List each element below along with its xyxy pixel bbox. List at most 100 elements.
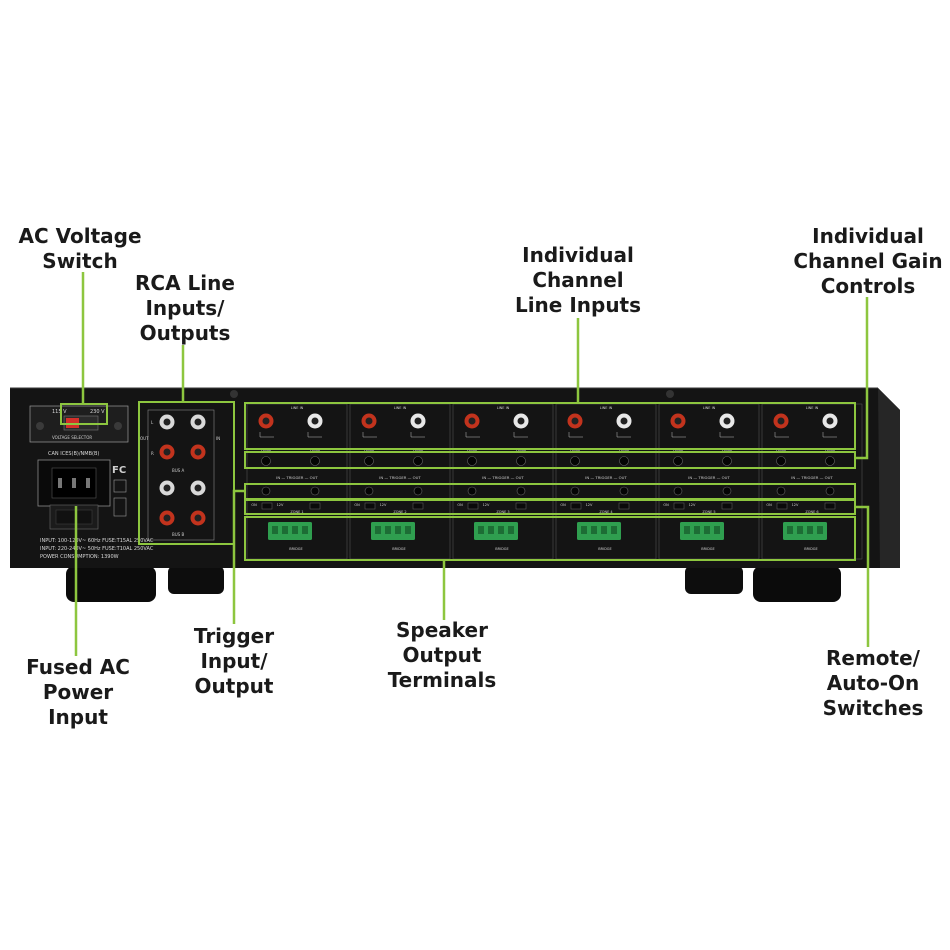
gain-knob[interactable] — [673, 456, 683, 466]
gain-knob[interactable] — [570, 456, 580, 466]
jack-bracket — [259, 432, 274, 438]
zone-label: ZONE 1 — [290, 510, 303, 514]
auto-on-switch[interactable] — [618, 502, 630, 510]
trigger-in-jack[interactable] — [467, 486, 477, 496]
bus-right-label: R — [151, 451, 154, 456]
speaker-terminals-highlight — [244, 516, 856, 561]
trigger-label: IN — TRIGGER — OUT — [482, 475, 524, 480]
rca-jack[interactable] — [513, 413, 529, 429]
rca-jack[interactable] — [159, 480, 175, 496]
jack-bracket — [465, 432, 480, 438]
gain-knob[interactable] — [516, 456, 526, 466]
rca-jack-center — [468, 417, 476, 425]
trigger-out-jack[interactable] — [722, 486, 732, 496]
trigger-label: IN — TRIGGER — OUT — [379, 475, 421, 480]
bus-in-label: IN — [216, 436, 220, 441]
auto-on-switch[interactable] — [721, 502, 733, 510]
remote-switch[interactable] — [467, 502, 479, 510]
trigger-out-jack[interactable] — [413, 486, 423, 496]
auto-on-switch[interactable] — [515, 502, 527, 510]
on-label: ON — [766, 503, 772, 507]
line-in-label: LINE IN — [291, 406, 304, 410]
speaker-terminal-block[interactable] — [680, 522, 724, 540]
auto-on-switch[interactable] — [309, 502, 321, 510]
foot-right-inner — [685, 566, 743, 594]
jack-bracket — [671, 432, 686, 438]
fused-ac-callout: Fused AC Power Input — [26, 655, 130, 729]
rca-jack[interactable] — [670, 413, 686, 429]
rca-jack[interactable] — [307, 413, 323, 429]
bus-out-label: OUT — [140, 436, 149, 441]
trigger-in-jack[interactable] — [673, 486, 683, 496]
speaker-terminal-block[interactable] — [371, 522, 415, 540]
auto-on-switch[interactable] — [824, 502, 836, 510]
zone-label: ZONE 5 — [702, 510, 715, 514]
trigger-in-jack[interactable] — [776, 486, 786, 496]
fuse-holder[interactable] — [49, 504, 99, 530]
gain-knob[interactable] — [261, 456, 271, 466]
rca-jack[interactable] — [258, 413, 274, 429]
gain-label: GAIN — [261, 448, 271, 453]
jack-bracket — [307, 432, 322, 438]
rca-jack-center — [262, 417, 270, 425]
rca-jack[interactable] — [159, 444, 175, 460]
jack-bracket — [774, 432, 789, 438]
trigger-highlight — [244, 483, 856, 500]
iec-power-inlet[interactable] — [37, 459, 111, 507]
remote-switch[interactable] — [261, 502, 273, 510]
rca-jack[interactable] — [567, 413, 583, 429]
gain-knob[interactable] — [413, 456, 423, 466]
trigger-out-jack[interactable] — [516, 486, 526, 496]
rca-jack[interactable] — [822, 413, 838, 429]
rca-jack[interactable] — [410, 413, 426, 429]
trigger-in-jack[interactable] — [570, 486, 580, 496]
rca-jack[interactable] — [190, 414, 206, 430]
voltage-switch[interactable] — [63, 415, 99, 431]
rca-jack[interactable] — [190, 480, 206, 496]
remote-switch[interactable] — [364, 502, 376, 510]
speaker-terminal-block[interactable] — [268, 522, 312, 540]
rca-jack[interactable] — [464, 413, 480, 429]
rca-jack[interactable] — [616, 413, 632, 429]
compliance-label: CAN ICES(B)/NMB(B) — [48, 451, 99, 457]
trigger-label: IN — TRIGGER — OUT — [585, 475, 627, 480]
speaker-terminal-block[interactable] — [474, 522, 518, 540]
voltage-switch-slider[interactable] — [66, 418, 79, 428]
terminal-screw — [375, 526, 381, 534]
gain-knob[interactable] — [364, 456, 374, 466]
terminal-screw — [395, 526, 401, 534]
rca-jack[interactable] — [190, 510, 206, 526]
remote-switch[interactable] — [570, 502, 582, 510]
terminal-screw — [272, 526, 278, 534]
gain-knob[interactable] — [722, 456, 732, 466]
rca-jack[interactable] — [159, 510, 175, 526]
gain-knob[interactable] — [619, 456, 629, 466]
rca-jack[interactable] — [719, 413, 735, 429]
trigger-in-jack[interactable] — [364, 486, 374, 496]
rca-jack[interactable] — [159, 414, 175, 430]
gain-knob[interactable] — [310, 456, 320, 466]
rca-jack-center — [620, 417, 628, 425]
line-in-label: LINE IN — [394, 406, 407, 410]
trigger-out-jack[interactable] — [619, 486, 629, 496]
rca-jack[interactable] — [190, 444, 206, 460]
remote-switch[interactable] — [673, 502, 685, 510]
trigger-out-jack[interactable] — [825, 486, 835, 496]
trigger-out-jack[interactable] — [310, 486, 320, 496]
speaker-terminal-block[interactable] — [783, 522, 827, 540]
remote-switch[interactable] — [776, 502, 788, 510]
gain-knob[interactable] — [467, 456, 477, 466]
trigger-callout: Trigger Input/ Output — [193, 624, 275, 698]
gain-knob[interactable] — [825, 456, 835, 466]
rca-jack[interactable] — [773, 413, 789, 429]
gain-knob[interactable] — [776, 456, 786, 466]
trigger-in-jack[interactable] — [261, 486, 271, 496]
amplifier-chassis — [10, 388, 900, 568]
speaker-terminal-block[interactable] — [577, 522, 621, 540]
line-in-label: LINE IN — [600, 406, 613, 410]
rca-jack[interactable] — [361, 413, 377, 429]
gain-controls-highlight — [244, 451, 856, 469]
auto-on-switch[interactable] — [412, 502, 424, 510]
